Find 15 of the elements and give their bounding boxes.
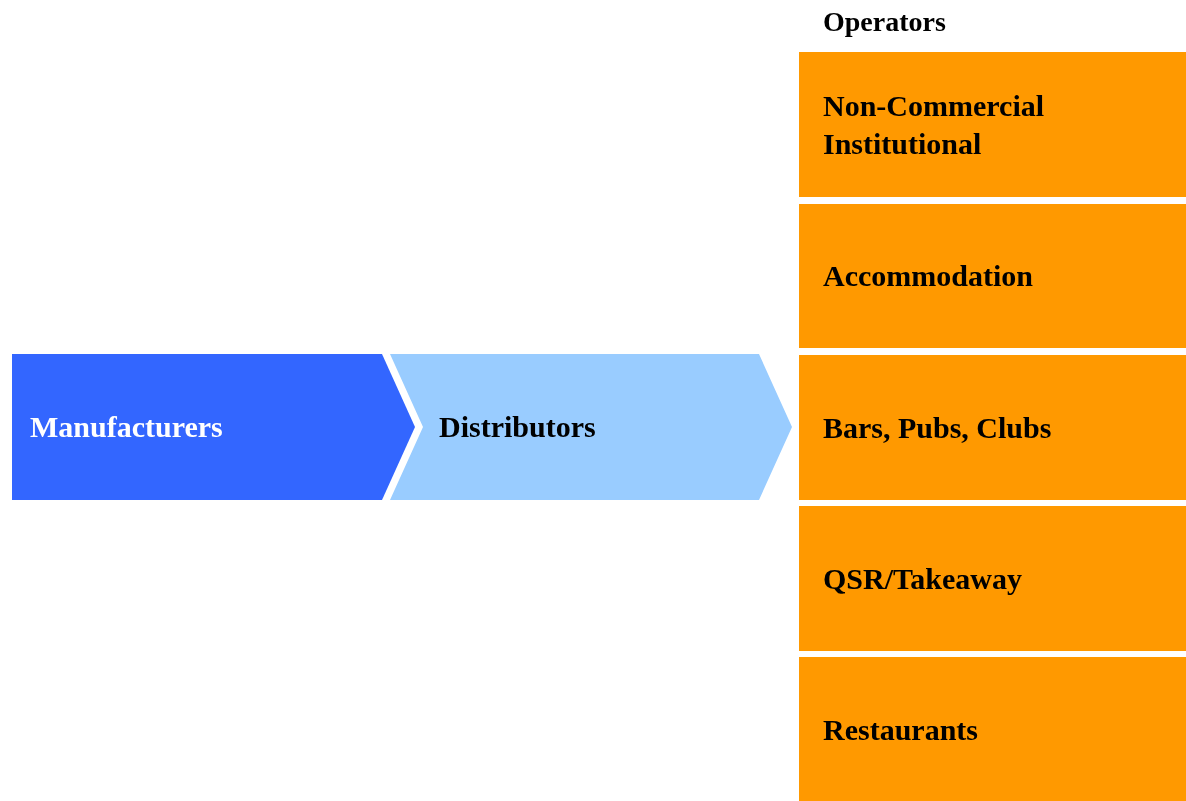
chevron-step [799,657,1186,801]
chevron-step [390,354,792,500]
step-label: Bars, Pubs, Clubs [823,409,1052,446]
chevron-step [12,354,415,500]
step-label: Accommodation [823,258,1033,294]
chevron-step [799,506,1186,651]
step-label: Non-Commercial Institutional [823,87,1046,162]
chevron-step [799,204,1186,348]
step-label: QSR/Takeaway [823,560,1022,597]
chevron-step [799,52,1186,197]
step-label: Manufacturers [30,409,223,445]
column-heading: Operators [823,5,946,39]
step-label: Restaurants [823,712,978,748]
step-label: Distributors [439,409,596,445]
chevron-step [799,355,1186,500]
